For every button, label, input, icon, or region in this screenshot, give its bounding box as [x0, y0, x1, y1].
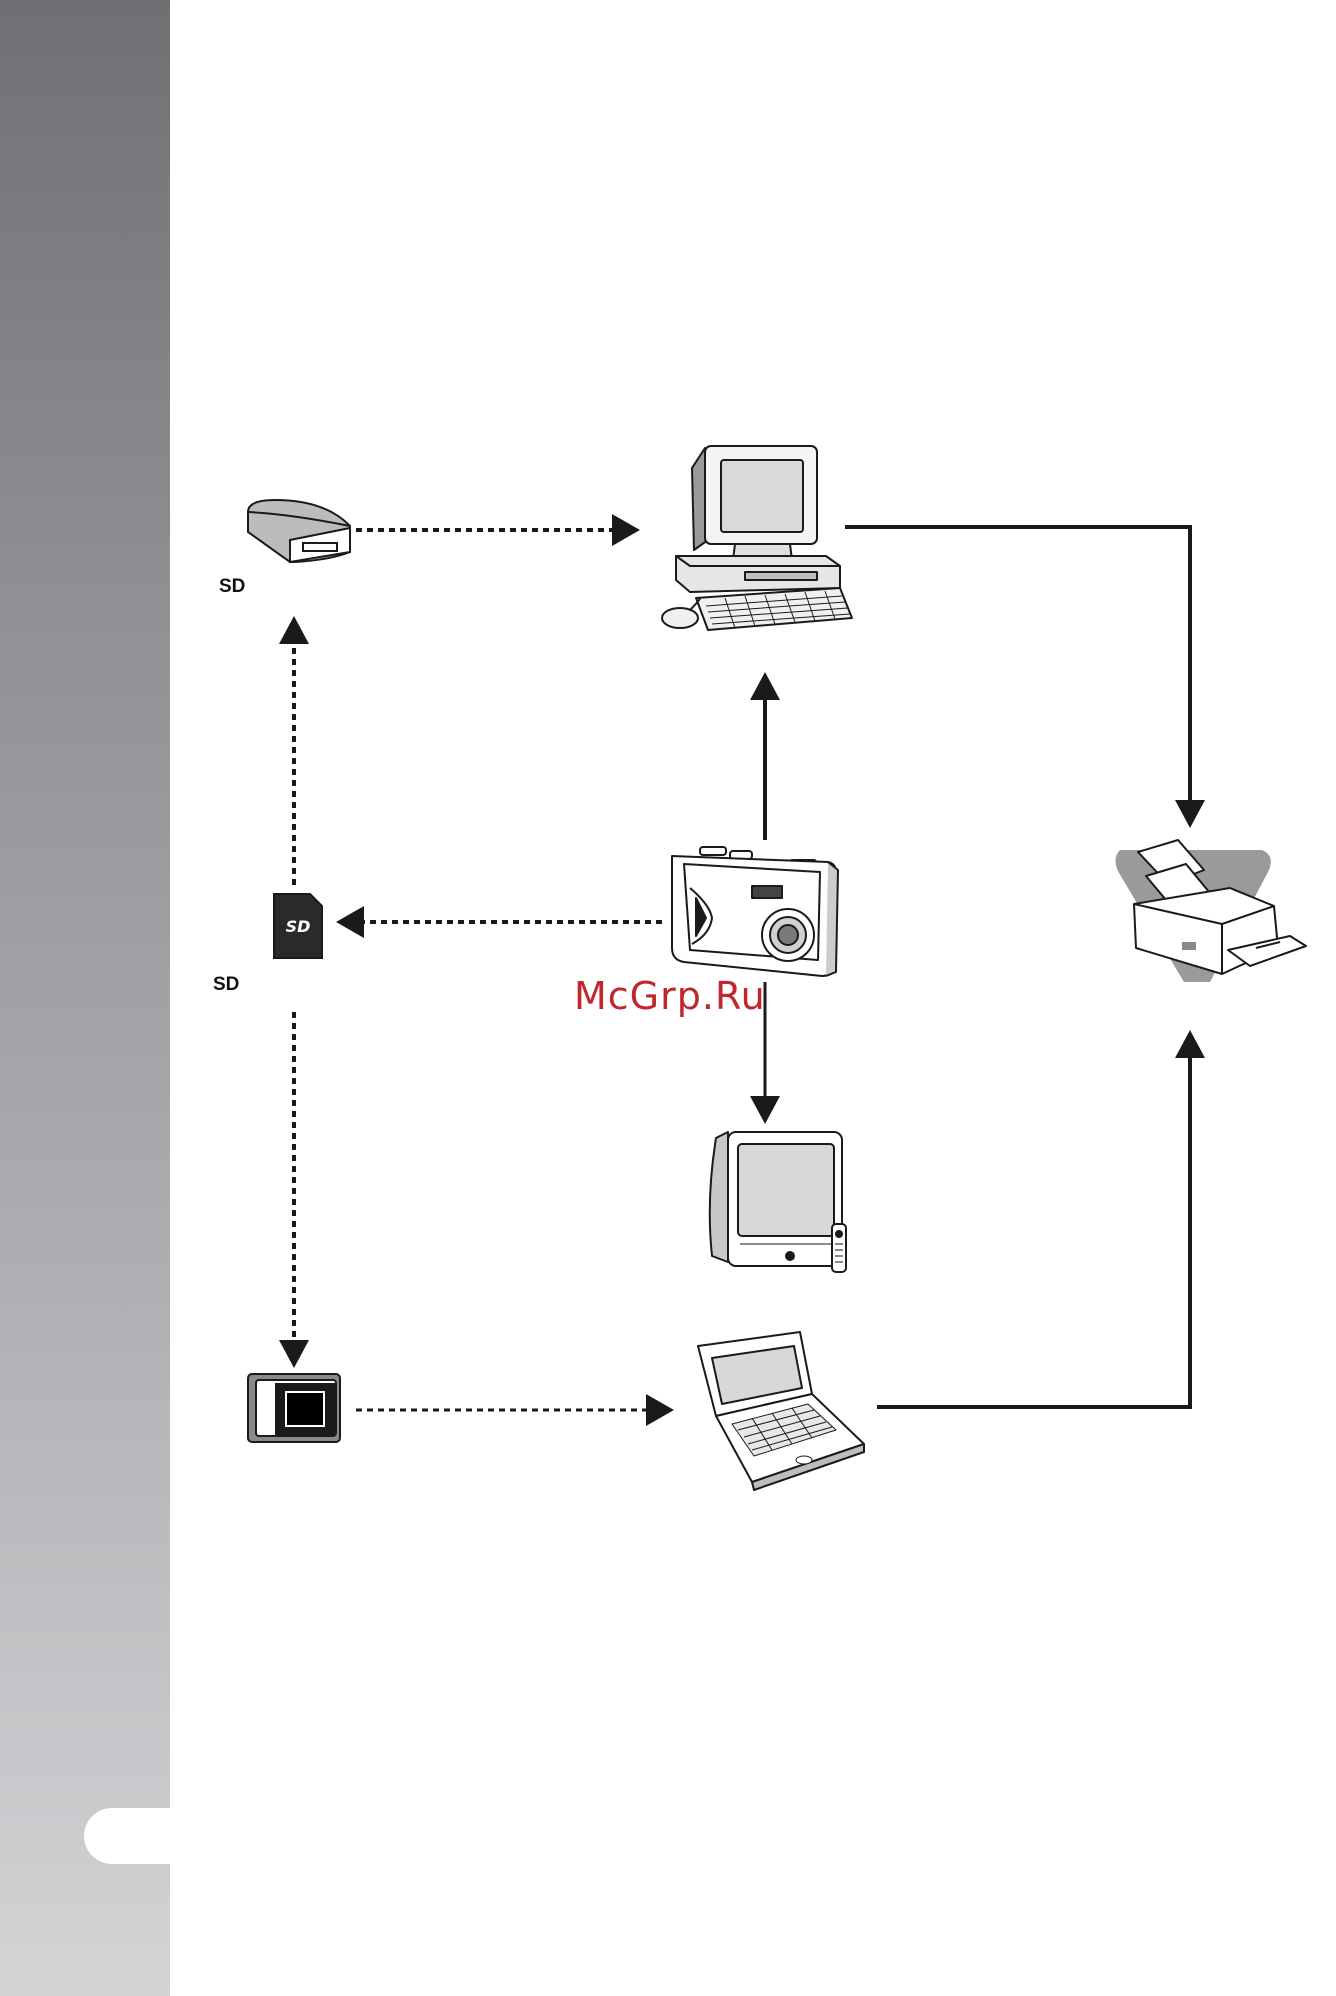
- watermark-text: McGrp.Ru: [574, 974, 766, 1018]
- printer-icon: [1115, 840, 1306, 982]
- arrow-camera-to-sd: [336, 906, 662, 938]
- arrow-adapter-to-laptop: [356, 1394, 674, 1426]
- desktop-computer-icon: [662, 446, 852, 630]
- arrow-laptop-to-printer: [877, 1030, 1205, 1407]
- digital-camera-icon: [672, 847, 838, 976]
- arrow-sd-to-reader: [279, 616, 309, 885]
- sd-card-icon: SD: [274, 894, 322, 958]
- arrow-reader-to-desktop: [356, 514, 640, 546]
- card-reader-icon: [248, 500, 350, 562]
- arrow-sd-to-adapter: [279, 1012, 309, 1368]
- television-icon: [710, 1132, 846, 1272]
- svg-text:SD: SD: [286, 917, 311, 936]
- laptop-icon: [698, 1332, 864, 1490]
- arrow-camera-to-desktop: [750, 672, 780, 840]
- arrow-desktop-to-printer: [845, 527, 1205, 828]
- sd-label-card: SD: [213, 974, 239, 996]
- card-adapter-icon: [248, 1374, 340, 1442]
- sd-label-reader: SD: [219, 576, 245, 598]
